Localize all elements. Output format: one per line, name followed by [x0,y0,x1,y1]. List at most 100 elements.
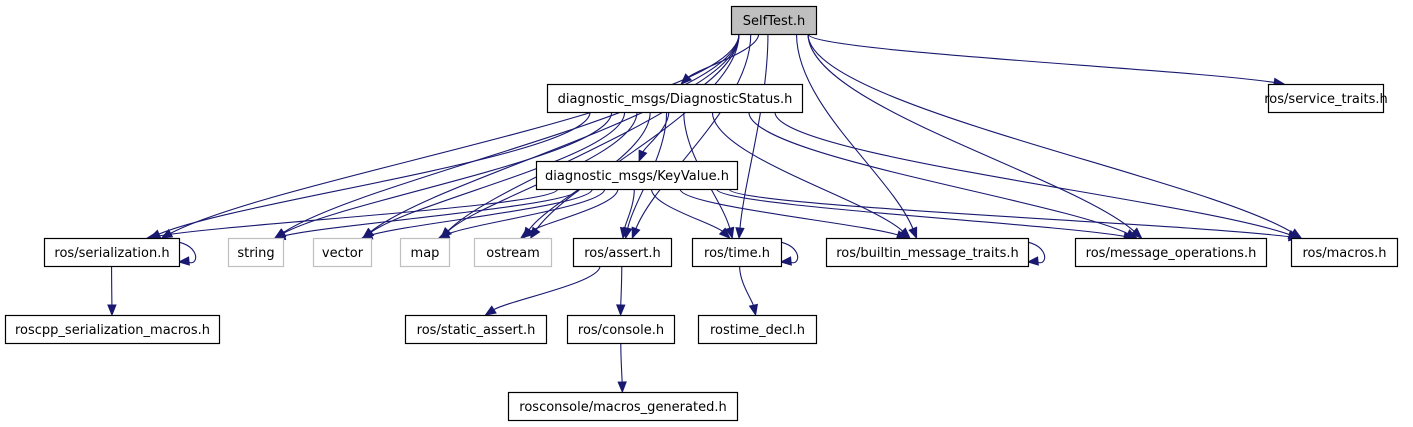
arrowhead-icon [718,227,731,239]
node-box [1290,237,1399,268]
arrowhead-icon [779,256,792,266]
node-macros_generated[interactable]: rosconsole/macros_generated.h [507,391,739,422]
node-box [546,83,804,114]
edge-assert-to-console [616,265,626,317]
node-box [227,237,285,268]
node-label: string [237,246,274,261]
node-label: ros/macros.h [1302,246,1386,261]
node-box [572,237,673,268]
edge-keyvalue-to-vector [360,188,593,240]
edge-diagstatus-to-keyvalue [638,111,670,163]
edge-diagstatus-to-macros [774,111,1301,239]
node-label: ostream [486,246,540,261]
arrowhead-icon [616,304,626,317]
node-label: ros/console.h [578,323,664,338]
node-box [1074,237,1268,268]
node-static_assert[interactable]: ros/static_assert.h [404,314,548,345]
node-label: ros/serialization.h [54,246,169,261]
node-keyvalue[interactable]: diagnostic_msgs/KeyValue.h [535,160,739,191]
node-rostime_decl[interactable]: rostime_decl.h [697,314,818,345]
node-serialization[interactable]: ros/serialization.h [43,237,181,268]
node-assert[interactable]: ros/assert.h [572,237,673,268]
arrowhead-icon [619,226,630,240]
node-box [399,237,451,268]
node-ostream: ostream [473,237,553,268]
arrowhead-icon [725,226,735,240]
node-label: ros/static_assert.h [417,323,536,338]
node-box [4,314,221,345]
arrowhead-icon [638,149,648,163]
node-box [1267,83,1385,114]
node-box [730,5,818,36]
node-msgops[interactable]: ros/message_operations.h [1074,237,1268,268]
node-box [507,391,739,422]
node-diagstatus[interactable]: diagnostic_msgs/DiagnosticStatus.h [546,83,804,114]
arrowhead-icon [107,304,117,317]
node-label: map [411,246,440,261]
node-selftest[interactable]: SelfTest.h [730,5,818,36]
node-label: diagnostic_msgs/DiagnosticStatus.h [558,92,793,107]
edge-console-to-macros_generated [617,342,627,394]
edge-keyvalue-to-ostream [519,188,619,239]
node-label: ros/builtin_message_traits.h [836,246,1019,261]
arrowhead-icon [1026,256,1039,266]
node-label: vector [322,246,364,261]
node-box [312,237,373,268]
edge-selftest-to-serialization [160,33,740,239]
node-time[interactable]: ros/time.h [691,237,783,268]
node-box [825,237,1030,268]
node-roscpp_ser_macros[interactable]: roscpp_serialization_macros.h [4,314,221,345]
node-label: ros/service_traits.h [1264,92,1388,107]
arrowhead-icon [908,226,918,240]
node-label: roscpp_serialization_macros.h [15,323,210,338]
arrowhead-icon [617,381,627,394]
arrowhead-icon [735,227,745,240]
edge-selftest-to-builtin [795,33,918,240]
edge-serialization-to-roscpp_ser_macros [107,265,117,317]
edge-selftest-to-map [440,33,740,239]
node-vector: vector [312,237,373,268]
node-label: SelfTest.h [743,14,805,29]
arrowhead-icon [437,229,451,239]
node-box [404,314,548,345]
arrowhead-icon [1130,227,1143,239]
node-label: rostime_decl.h [710,323,805,338]
node-macros[interactable]: ros/macros.h [1290,237,1399,268]
arrowhead-icon [748,303,758,317]
edge-selftest-to-time [735,33,769,240]
arrowhead-icon [631,226,641,240]
node-label: ros/assert.h [584,246,661,261]
arrowhead-icon [519,227,533,239]
node-box [566,314,676,345]
edge-time-to-rostime_decl [739,265,758,317]
edge-assert-to-static_assert [484,265,601,316]
edge-keyvalue-to-serialization [145,188,559,241]
node-box [697,314,818,345]
node-label: ros/time.h [704,246,770,261]
node-string: string [227,237,285,268]
node-label: ros/message_operations.h [1086,246,1257,261]
arrowhead-icon [177,256,190,266]
edge-keyvalue-to-macros [728,188,1301,242]
edges-layer [107,33,1303,394]
edge-selftest-to-msgops [807,33,1143,239]
node-box [43,237,181,268]
node-map: map [399,237,451,268]
node-console[interactable]: ros/console.h [566,314,676,345]
node-box [691,237,783,268]
nodes-layer: SelfTest.h diagnostic_msgs/DiagnosticStat… [4,5,1399,422]
node-builtin[interactable]: ros/builtin_message_traits.h [825,237,1030,268]
edge-keyvalue-to-assert [619,188,635,240]
node-label: diagnostic_msgs/KeyValue.h [545,169,729,184]
edge-keyvalue-to-map [437,188,606,239]
edge-keyvalue-to-builtin [679,188,909,240]
node-box [473,237,553,268]
node-label: rosconsole/macros_generated.h [519,400,726,415]
edge-selftest-to-macros [807,33,1303,239]
arrowhead-icon [484,305,497,316]
edge-keyvalue-to-time [650,188,731,239]
node-service_traits[interactable]: ros/service_traits.h [1264,83,1388,114]
edge-selftest-to-service_traits [807,33,1286,88]
node-box [535,160,739,191]
